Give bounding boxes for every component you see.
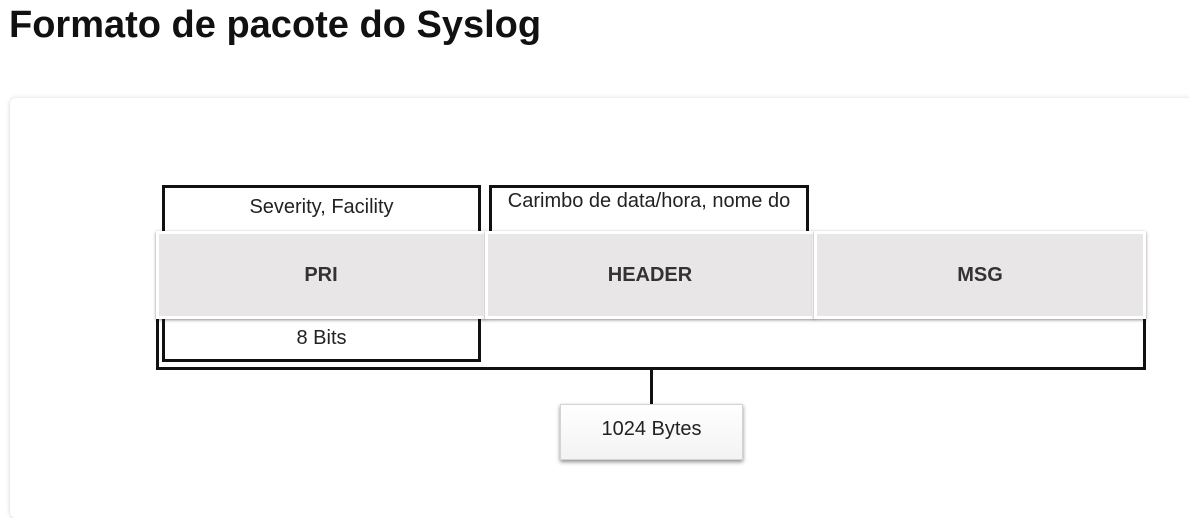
pri-field-label: PRI: [304, 263, 338, 286]
header-field-label: HEADER: [607, 263, 693, 286]
header-top-bracket: [489, 185, 809, 231]
total-length-bracket: [156, 319, 1146, 370]
pri-bottom-bracket: [162, 319, 481, 362]
pri-size-label: 8 Bits: [296, 327, 347, 349]
page-title: Formato de pacote do Syslog: [9, 4, 542, 46]
total-length-connector: [650, 369, 653, 405]
pri-field: PRI: [156, 231, 486, 319]
msg-field: MSG: [814, 231, 1146, 319]
pri-annotation-label: Severity, Facility: [249, 196, 394, 218]
pri-top-bracket: [162, 185, 481, 231]
total-length-box: 1024 Bytes: [560, 404, 743, 460]
msg-field-label: MSG: [957, 263, 1003, 286]
header-field: HEADER: [485, 231, 815, 319]
header-annotation-label: Carimbo de data/hora, nome do: [507, 190, 791, 212]
